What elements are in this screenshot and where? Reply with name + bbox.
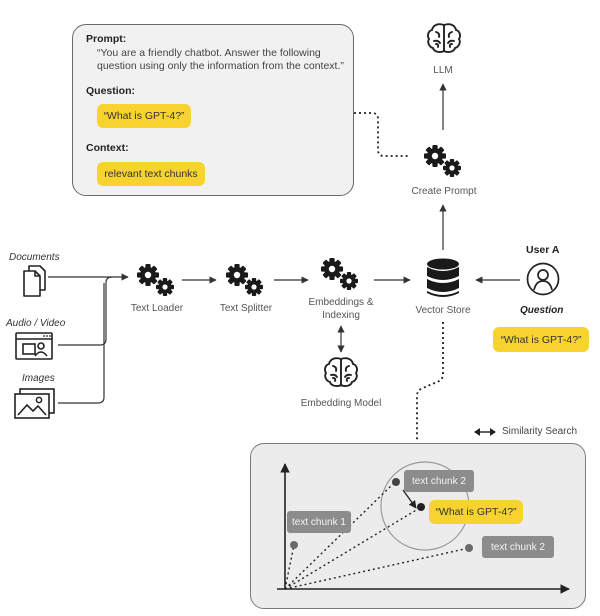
user-question-chip: “What is GPT-4?” [493, 327, 589, 352]
dotted-similarity-link [416, 322, 444, 442]
document-icon [22, 264, 48, 298]
brain-icon [426, 22, 462, 54]
text-chunk-2-top-label: text chunk 2 [404, 470, 474, 492]
gears-icon [421, 143, 465, 179]
text-chunk-2-right-label: text chunk 2 [482, 536, 554, 558]
vector-store-label: Vector Store [415, 305, 471, 316]
dotted-prompt-link [354, 112, 410, 157]
query-chip: “What is GPT-4?” [429, 500, 523, 524]
question-heading: Question: [86, 85, 135, 97]
images-label: Images [22, 373, 55, 384]
embedding-space-plot [277, 461, 570, 594]
context-chip: relevant text chunks [97, 162, 205, 186]
gears-icon [223, 262, 267, 298]
similarity-arrow-1 [402, 489, 417, 509]
audio-video-label: Audio / Video [6, 318, 66, 329]
audio-connector [58, 276, 113, 346]
text-chunk-1-label: text chunk 1 [287, 511, 351, 533]
text-loader-label: Text Loader [130, 303, 184, 314]
text-splitter-label: Text Splitter [219, 303, 273, 314]
gears-icon [134, 262, 178, 298]
documents-label: Documents [9, 252, 60, 263]
point-chunk-2-right [465, 544, 473, 552]
question-chip: “What is GPT-4?” [97, 104, 191, 128]
embeddings-label-line-2: Indexing [322, 310, 360, 321]
image-icon [14, 388, 56, 420]
point-chunk-2-top [392, 478, 400, 486]
point-query [417, 503, 425, 511]
prompt-text-line-2: question using only the information from… [97, 60, 344, 72]
prompt-heading: Prompt: [86, 33, 127, 45]
llm-label: LLM [433, 65, 453, 76]
images-connector [58, 283, 105, 404]
vector-chunk-2-top [284, 483, 394, 590]
context-heading: Context: [86, 142, 129, 154]
embedding-model-label: Embedding Model [300, 398, 382, 409]
similarity-legend-label: Similarity Search [502, 426, 578, 437]
database-icon [425, 258, 461, 300]
question-label: Question [520, 305, 564, 316]
similarity-panel: text chunk 1 text chunk 2 “What is GPT-4… [250, 443, 586, 609]
user-icon [526, 262, 560, 296]
user-label: User A [526, 244, 560, 256]
create-prompt-label: Create Prompt [411, 186, 477, 197]
vector-chunk-2-right [284, 547, 470, 590]
prompt-card: Prompt: “You are a friendly chatbot. Ans… [72, 24, 354, 196]
double-arrow-icon [474, 427, 496, 437]
prompt-text-line-1: “You are a friendly chatbot. Answer the … [97, 47, 321, 59]
gears-icon [318, 256, 362, 292]
point-chunk-1 [290, 541, 298, 549]
embeddings-label-line-1: Embeddings & [308, 297, 374, 308]
video-call-icon [15, 332, 53, 360]
brain-icon [323, 356, 359, 388]
vector-query [284, 508, 419, 590]
